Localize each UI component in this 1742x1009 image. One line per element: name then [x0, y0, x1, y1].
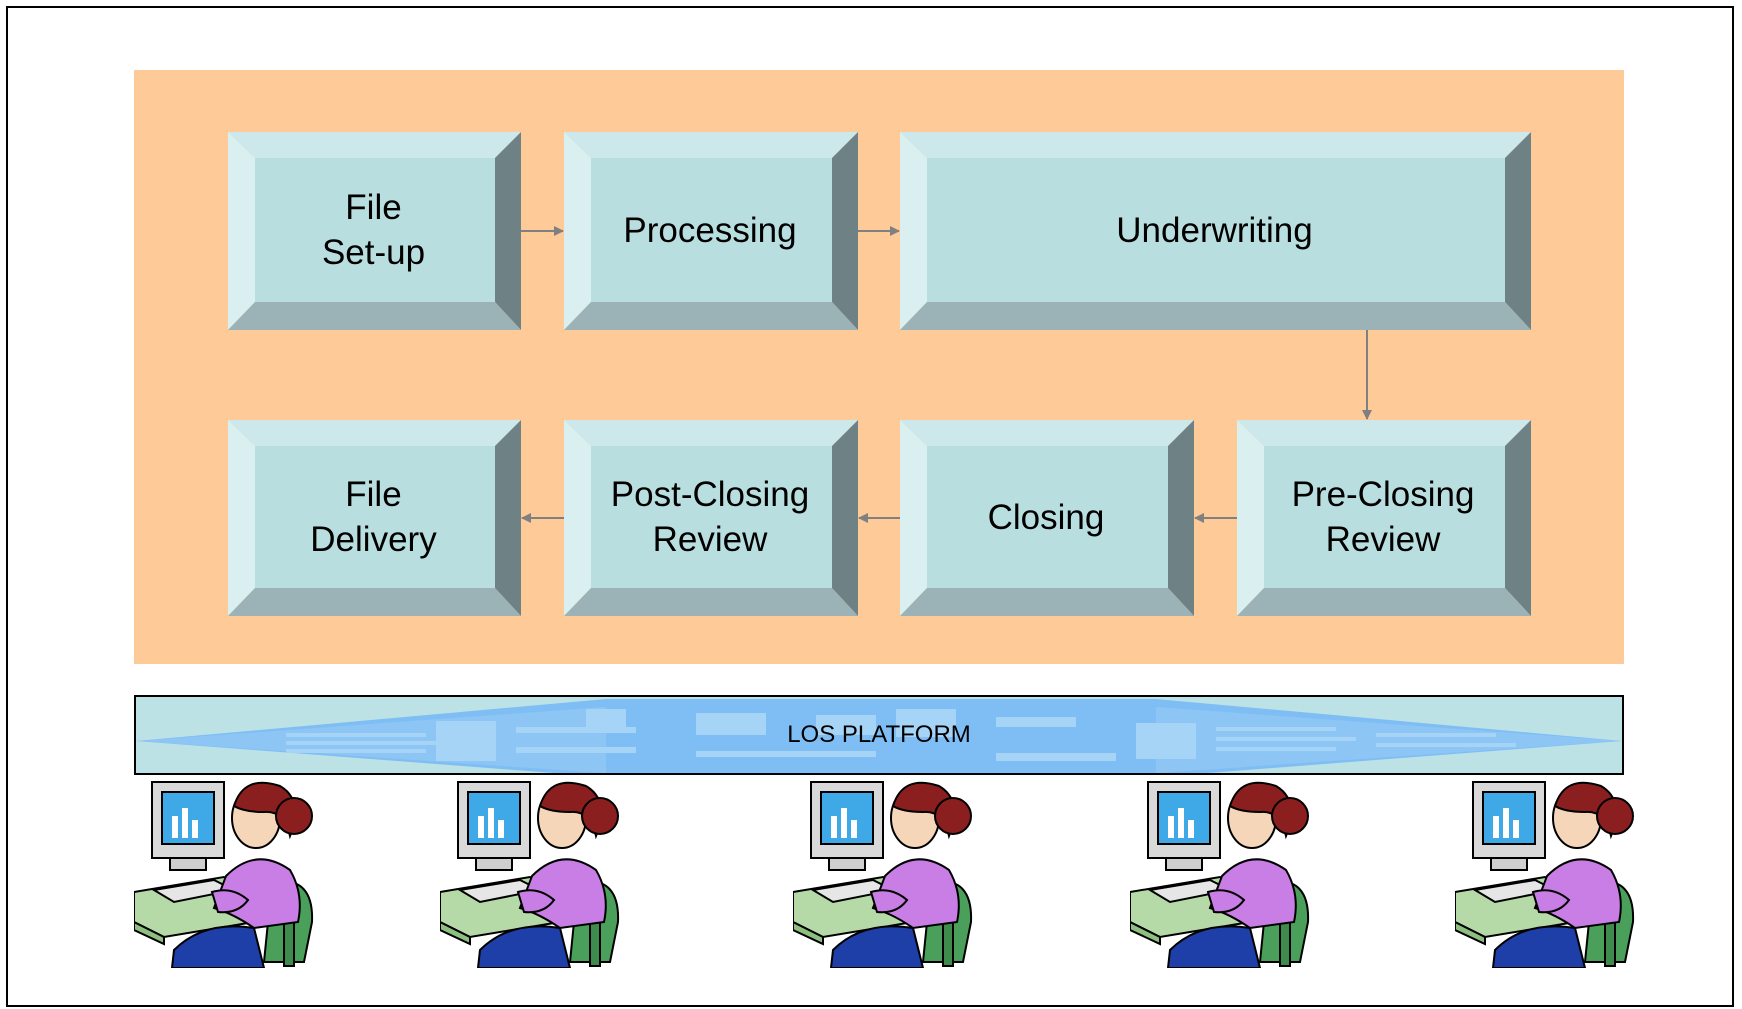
step-label: Processing: [623, 210, 797, 250]
bevel-box-graphic: [900, 420, 1194, 616]
step-label: File Set-up: [321, 188, 426, 272]
bevel-box-graphic: [228, 420, 521, 616]
computer-user-icon: [133, 772, 322, 969]
step-post-closing-review: Post-Closing Review: [564, 420, 858, 616]
step-label: Closing: [987, 497, 1105, 537]
computer-user-icon: [792, 772, 981, 969]
los-platform-label: LOS PLATFORM: [787, 721, 971, 748]
bevel-box-graphic: [228, 132, 521, 330]
step-underwriting: Underwriting: [900, 132, 1531, 330]
bevel-box-graphic: [564, 420, 858, 616]
step-label: Underwriting: [1116, 210, 1313, 250]
computer-user-icon: [1129, 772, 1318, 969]
bevel-box-graphic: [564, 132, 858, 330]
step-label: Pre-Closing Review: [1291, 475, 1475, 559]
computer-user-icon: [439, 772, 628, 969]
step-pre-closing-review: Pre-Closing Review: [1237, 420, 1531, 616]
step-file-setup: File Set-up: [228, 132, 521, 330]
platform-pattern-graphic: [136, 699, 1622, 773]
step-closing: Closing: [900, 420, 1194, 616]
bevel-box-graphic: [1237, 420, 1531, 616]
computer-user-icon: [1454, 772, 1643, 969]
bevel-box-graphic: [900, 132, 1531, 330]
step-processing: Processing: [564, 132, 858, 330]
step-file-delivery: File Delivery: [228, 420, 521, 616]
step-label: Post-Closing Review: [610, 475, 810, 559]
step-label: File Delivery: [310, 475, 437, 559]
los-platform-bar: LOS PLATFORM: [134, 695, 1624, 775]
